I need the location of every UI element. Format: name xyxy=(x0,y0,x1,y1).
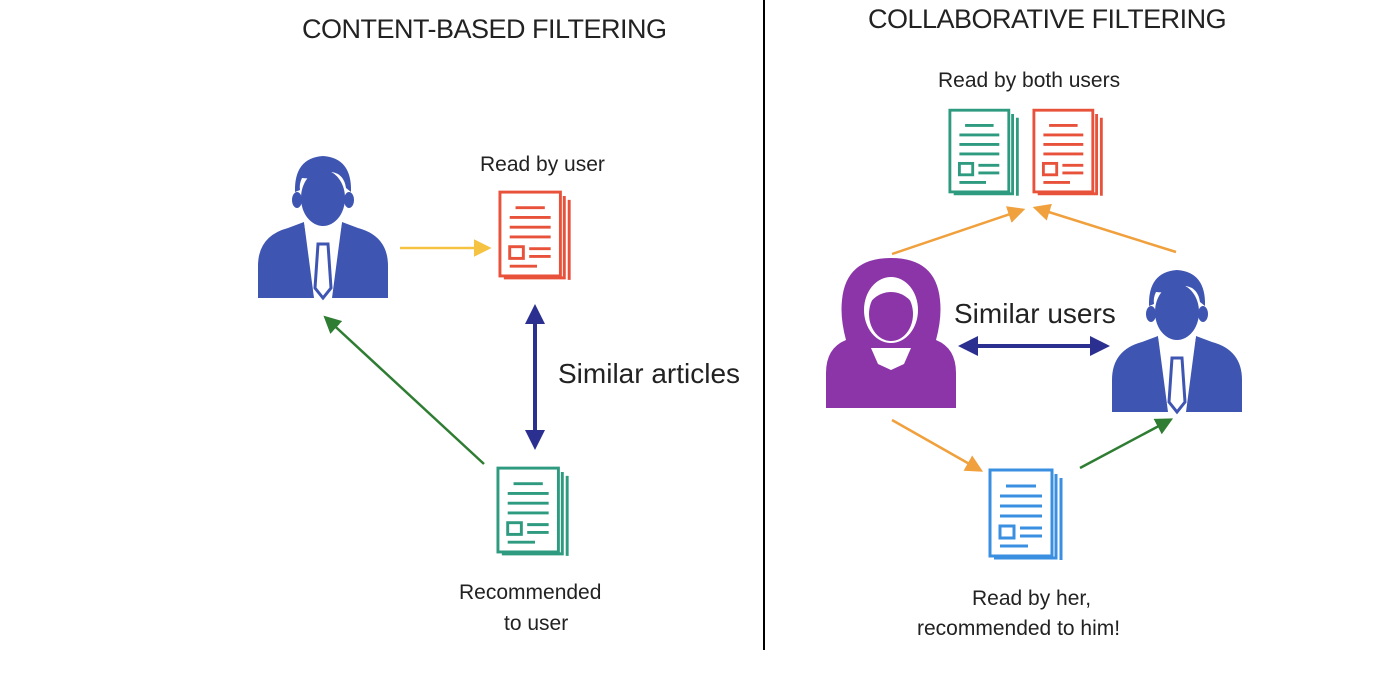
similar-users-label: Similar users xyxy=(954,298,1116,329)
arrow-her-to-doc xyxy=(891,418,984,472)
arrow-recommended-to-user xyxy=(323,315,485,465)
read-by-her-label-line1: Read by her, xyxy=(972,587,1092,610)
recommended-label-line1: Recommended xyxy=(459,581,602,604)
document-icon-recommended xyxy=(496,466,569,556)
similar-articles-label: Similar articles xyxy=(558,358,741,389)
arrow-her-to-shared xyxy=(891,206,1026,256)
document-icon-read xyxy=(498,190,571,280)
user-icon xyxy=(258,154,388,300)
document-icon-shared-teal xyxy=(948,108,1019,196)
read-by-both-label: Read by both users xyxy=(938,69,1121,92)
recommended-label-line2: to user xyxy=(504,612,569,635)
document-icon-shared-red xyxy=(1032,108,1103,196)
user-icon-her xyxy=(826,258,956,408)
arrow-him-to-shared xyxy=(1032,203,1177,254)
arrow-doc-to-him xyxy=(1079,418,1174,470)
collaborative-title: COLLABORATIVE FILTERING xyxy=(868,4,1227,34)
read-by-user-label: Read by user xyxy=(480,153,605,176)
user-icon-him xyxy=(1112,268,1242,414)
content-based-title: CONTENT-BASED FILTERING xyxy=(302,14,667,44)
document-icon-her xyxy=(988,468,1063,560)
read-by-her-label-line2: recommended to him! xyxy=(917,617,1121,640)
